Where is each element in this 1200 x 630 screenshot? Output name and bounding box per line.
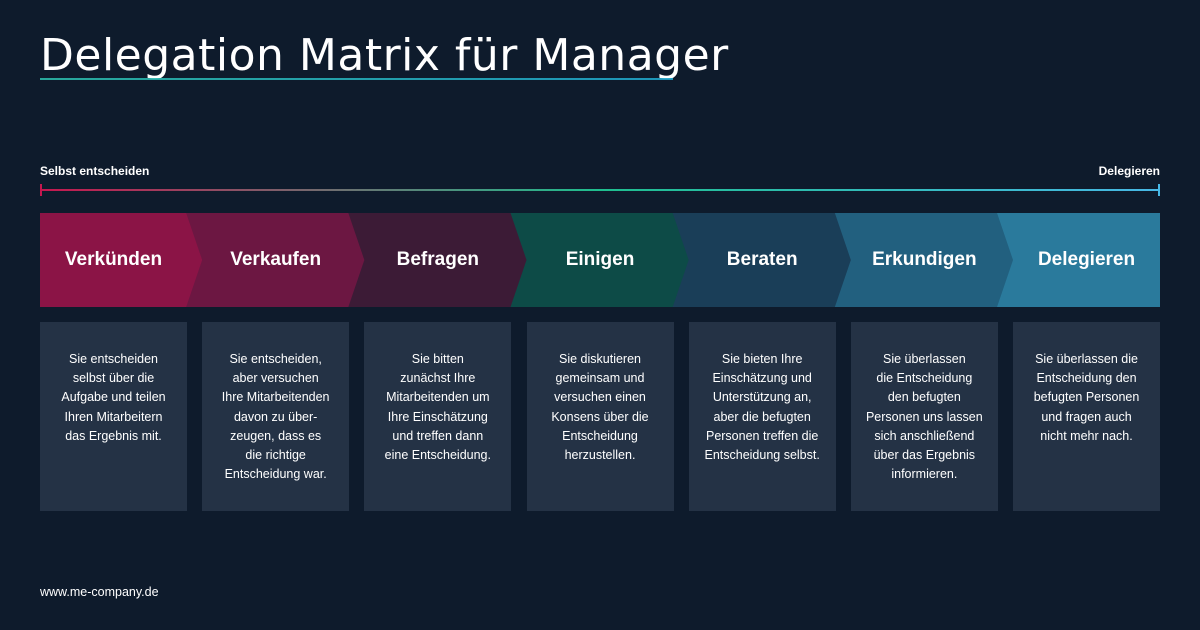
stage-description-line: das Ergebnis mit. <box>65 428 162 443</box>
stage-label-4: Einigen <box>565 249 635 270</box>
stage-description-line: die richtige <box>245 448 306 463</box>
stage-card-6: Sie überlassen die Entscheidung den befugt… <box>850 322 998 511</box>
footer-url: www.me-company.de <box>40 585 159 599</box>
stage-description-line: Personen uns lassen <box>865 409 983 424</box>
delegation-scale-bar <box>40 184 1160 196</box>
stage-description-line: Aufgabe und teilen <box>61 390 166 405</box>
stage-chevron-3 <box>348 213 528 307</box>
stage-description-line: versuchen einen <box>554 390 646 405</box>
stage-description-line: aber versuchen <box>232 371 319 386</box>
stage-description-line: Einschätzung und <box>712 371 812 386</box>
stage-description-line: nicht mehr nach. <box>1040 428 1133 443</box>
stage-description-line: Sie diskutieren <box>559 352 641 366</box>
stage-description-line: eine Entscheidung. <box>384 448 491 463</box>
stage-chevrons: Verkünden Verkaufen Befragen Einigen Beraten… <box>40 213 1161 307</box>
stage-description-line: Ihre Einschätzung <box>387 409 488 424</box>
stage-description-line: informieren. <box>891 467 958 482</box>
stage-description-line: Entscheidung den <box>1036 371 1137 386</box>
chevron-shapes <box>40 213 1161 307</box>
stage-chevron-2 <box>186 213 366 307</box>
stage-description-line: davon zu über- <box>233 409 318 424</box>
stage-description-line: Entscheidung selbst. <box>704 448 820 463</box>
stage-chevron-7 <box>997 213 1161 307</box>
stage-description-line: Mitarbeitenden um <box>386 390 490 405</box>
stage-description-line: Entscheidung war. <box>224 467 327 482</box>
stage-chevron-5 <box>672 213 852 307</box>
stage-description-line: und fragen auch <box>1041 409 1132 424</box>
stage-label-5: Beraten <box>726 249 798 270</box>
stage-chevron-6 <box>834 213 1014 307</box>
stage-description-line: und treffen dann <box>392 428 484 443</box>
stage-description-line: zunächst Ihre <box>400 371 476 386</box>
scale-line <box>40 189 1160 191</box>
scale-right-tick <box>1158 184 1160 196</box>
stage-description-line: aber die befugten <box>713 409 811 424</box>
stage-label-3: Befragen <box>396 249 479 270</box>
stage-label-6: Erkundigen <box>872 249 977 270</box>
stage-description-line: Sie entscheiden, <box>229 352 322 366</box>
stage-description-line: sich anschließend <box>874 428 975 443</box>
stage-description-line: gemeinsam und <box>555 371 645 386</box>
scale-left-tick <box>40 184 42 196</box>
stage-description-line: Entscheidung <box>562 428 638 443</box>
stage-description-line: Sie überlassen die <box>1035 352 1138 366</box>
stage-description-line: den befugten <box>887 390 961 405</box>
stage-description-line: Sie bitten <box>411 352 464 366</box>
stage-description-line: Konsens über die <box>551 409 649 424</box>
stage-label-2: Verkaufen <box>230 249 322 270</box>
stage-description-line: zeugen, dass es <box>230 428 322 443</box>
stage-description-line: herzustellen. <box>564 448 636 463</box>
stage-description-line: befugten Personen <box>1033 390 1140 405</box>
stage-chevron-1 <box>40 213 203 307</box>
stage-description-line: Ihren Mitarbeitern <box>64 409 163 424</box>
page-title: Delegation Matrix für Manager <box>40 30 729 81</box>
stage-chevron-4 <box>510 213 690 307</box>
stage-description-line: Sie bieten Ihre <box>721 352 803 366</box>
title-underline <box>40 78 673 80</box>
scale-right-label: Delegieren <box>1098 164 1160 178</box>
stage-description-line: selbst über die <box>72 371 155 386</box>
stage-label-7: Delegieren <box>1037 249 1136 270</box>
stage-description-line: Personen treffen die <box>705 428 819 443</box>
stage-description-line: Ihre Mitarbeitenden <box>221 390 330 405</box>
stage-description-line: die Entscheidung <box>876 371 973 386</box>
stage-description-line: Unterstützung an, <box>712 390 812 405</box>
stage-card-4: Sie diskutieren gemeinsam und versuchen ei… <box>526 322 674 511</box>
stage-label-1: Verkünden <box>64 249 163 270</box>
stage-description-line: Sie überlassen <box>882 352 966 366</box>
stage-description-line: Sie entscheiden <box>69 352 158 366</box>
scale-left-label: Selbst entscheiden <box>40 164 150 178</box>
stage-description-line: über das Ergebnis <box>873 448 976 463</box>
